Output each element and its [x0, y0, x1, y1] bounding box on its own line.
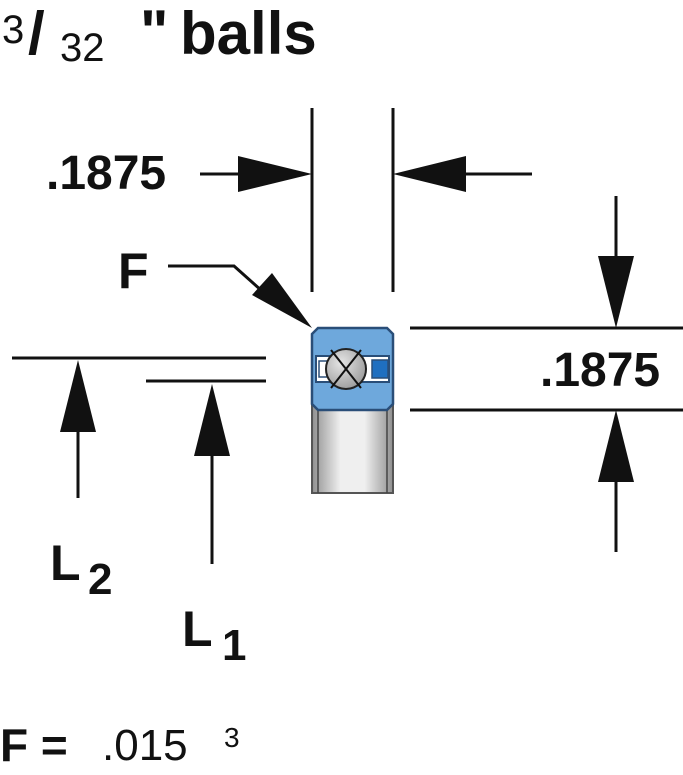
l2-arrow — [60, 360, 96, 432]
l1-arrow — [194, 384, 230, 456]
bearing-section — [310, 326, 395, 494]
title-text: balls — [180, 0, 317, 67]
title-slash: / — [28, 0, 45, 67]
height-arrow-top — [598, 256, 634, 328]
footnote-lhs: F = — [0, 719, 68, 771]
width-dimension — [200, 108, 532, 292]
width-arrow-right — [393, 156, 466, 192]
footnote-superscript: 3 — [224, 722, 240, 753]
f-label: F — [118, 243, 149, 299]
f-leader — [168, 264, 312, 328]
l1-label: L — [182, 601, 213, 657]
title-denominator: 32 — [60, 26, 105, 70]
height-dimension — [410, 196, 683, 552]
width-arrow-left — [238, 156, 312, 192]
title-numerator: 3 — [2, 8, 25, 52]
height-dimension-label: .1875 — [540, 344, 661, 397]
height-arrow-bottom — [598, 410, 634, 482]
roller-cylinder — [311, 404, 394, 494]
l1-reference — [146, 379, 266, 564]
l2-subscript: 2 — [88, 555, 113, 604]
title-inch-mark: " — [140, 0, 169, 65]
l1-subscript: 1 — [222, 621, 247, 670]
contact-line-2 — [330, 349, 362, 389]
l2-reference — [12, 356, 266, 498]
footnote-value: .015 — [102, 721, 188, 770]
f-arrow — [252, 273, 312, 328]
separator-right — [371, 359, 389, 379]
width-dimension-label: .1875 — [46, 147, 167, 200]
l2-label: L — [50, 535, 81, 591]
